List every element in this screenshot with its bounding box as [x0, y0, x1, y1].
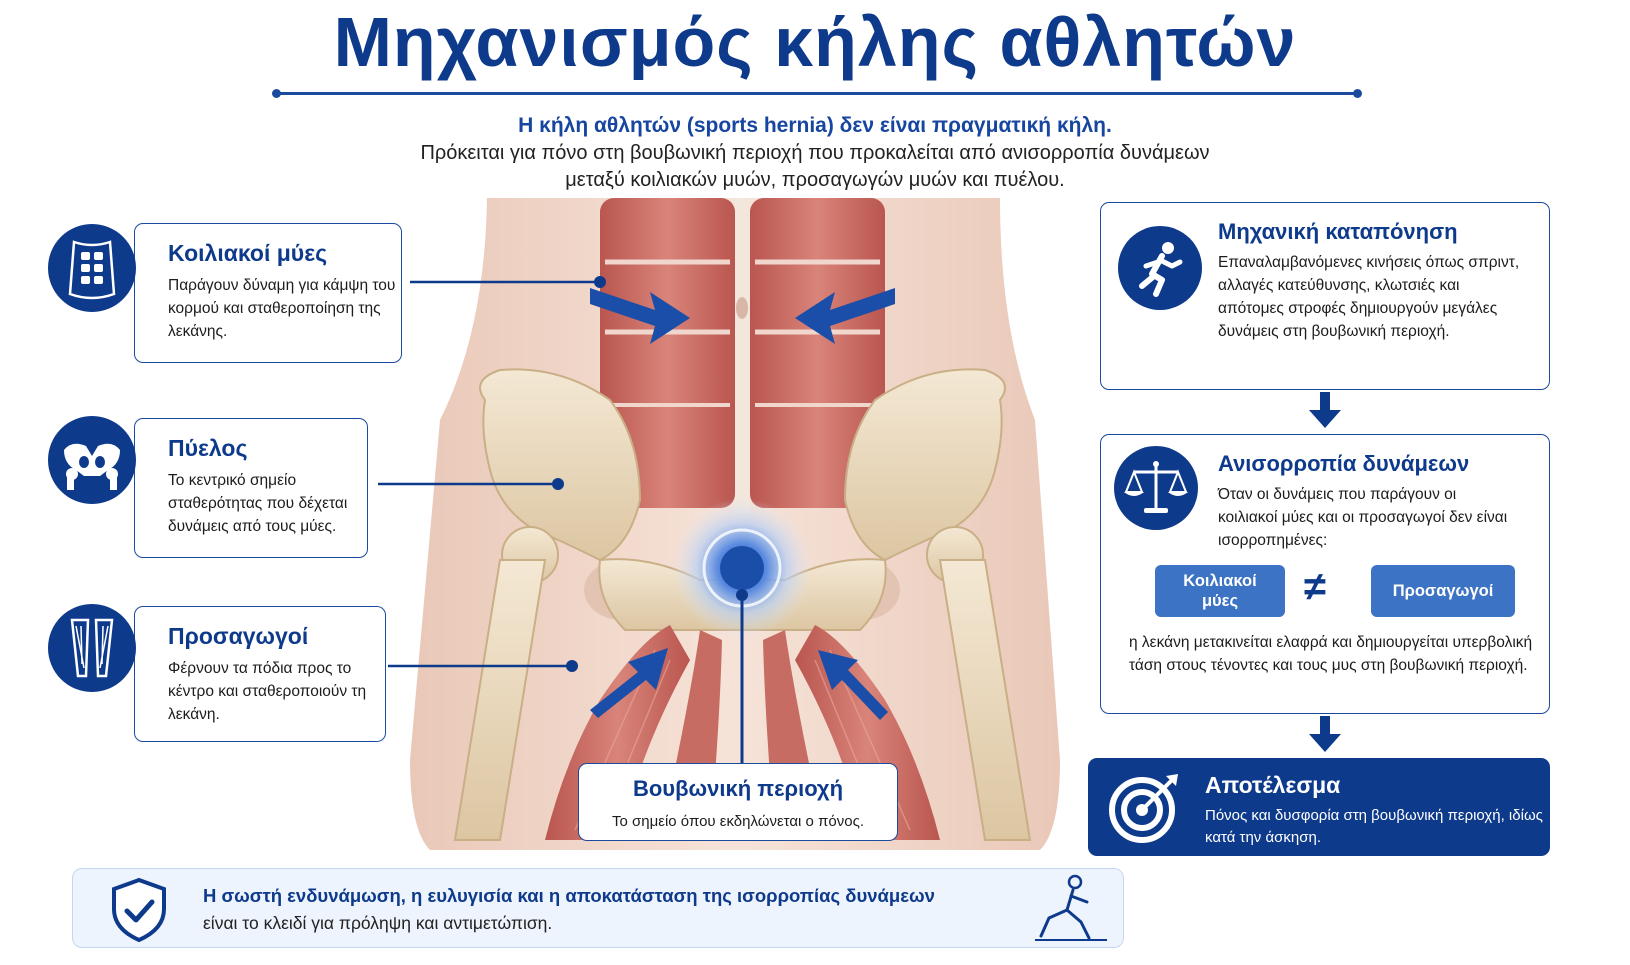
- result-title: Αποτέλεσμα: [1205, 772, 1341, 798]
- not-equal-sign: ≠: [1304, 565, 1326, 609]
- imbalance-text: Όταν οι δυνάμεις που παράγουν οι κοιλιακ…: [1218, 486, 1508, 549]
- footer-banner: Η σωστή ενδυνάμωση, η ευλυγισία και η απ…: [72, 868, 1124, 948]
- adductors-text: Φέρνουν τα πόδια προς το κέντρο και σταθ…: [168, 660, 367, 723]
- groin-card: Βουβωνική περιοχή Το σημείο όπου εκδηλών…: [578, 763, 898, 841]
- result-card: Αποτέλεσμα Πόνος και δυσφορία στη βουβων…: [1088, 758, 1550, 856]
- pelvis-icon: [48, 416, 136, 504]
- result-text: Πόνος και δυσφορία στη βουβωνική περιοχή…: [1205, 807, 1543, 846]
- footer-line-1: Η σωστή ενδυνάμωση, η ευλυγισία και η απ…: [203, 885, 935, 906]
- pelvis-title: Πύελος: [168, 435, 248, 461]
- pelvis-text: Το κεντρικό σημείο σταθερότητας που δέχε…: [168, 472, 348, 535]
- shield-check-icon: [112, 877, 166, 943]
- adductors-pill: Προσαγωγοί: [1371, 565, 1515, 617]
- abdominals-title: Κοιλιακοί μύες: [168, 240, 328, 266]
- stretching-person-icon: [1035, 874, 1107, 941]
- abdominals-pill: Κοιλιακοί μύες: [1155, 565, 1285, 617]
- scales-icon: [1114, 446, 1198, 530]
- abdominals-card: Κοιλιακοί μύες Παράγουν δύναμη για κάμψη…: [134, 223, 402, 363]
- footer-line-2: είναι το κλειδί για πρόληψη και αντιμετώ…: [203, 913, 553, 933]
- abdominals-text: Παράγουν δύναμη για κάμψη του κορμού και…: [168, 277, 396, 340]
- legs-icon: [48, 604, 136, 692]
- intro-line-3: μεταξύ κοιλιακών μυών, προσαγωγών μυών κ…: [565, 169, 1065, 191]
- imbalance-consequence: η λεκάνη μετακινείται ελαφρά και δημιουρ…: [1129, 634, 1533, 674]
- imbalance-title: Ανισορροπία δυνάμεων: [1218, 451, 1470, 476]
- target-icon: [1109, 774, 1178, 843]
- groin-title: Βουβωνική περιοχή: [632, 776, 844, 801]
- flow-arrow-down-1: [1309, 392, 1341, 428]
- adductors-card: Προσαγωγοί Φέρνουν τα πόδια προς το κέντ…: [134, 606, 386, 742]
- adductors-title: Προσαγωγοί: [168, 623, 309, 649]
- strain-title: Μηχανική καταπόνηση: [1218, 219, 1458, 244]
- intro-line-2: Πρόκειται για πόνο στη βουβωνική περιοχή…: [420, 142, 1210, 164]
- strain-text: Επαναλαμβανόμενες κινήσεις όπως σπριντ, …: [1218, 254, 1520, 340]
- title-divider: [272, 89, 1362, 98]
- page-title: Μηχανισμός κήλης αθλητών: [333, 3, 1297, 81]
- groin-text: Το σημείο όπου εκδηλώνεται ο πόνος.: [612, 813, 864, 830]
- runner-icon: [1118, 226, 1202, 310]
- abs-icon: [48, 224, 136, 312]
- intro-headline: Η κήλη αθλητών (sports hernia) δεν είναι…: [518, 114, 1112, 137]
- flow-arrow-down-2: [1309, 716, 1341, 752]
- pelvis-card: Πύελος Το κεντρικό σημείο σταθερότητας π…: [134, 418, 368, 558]
